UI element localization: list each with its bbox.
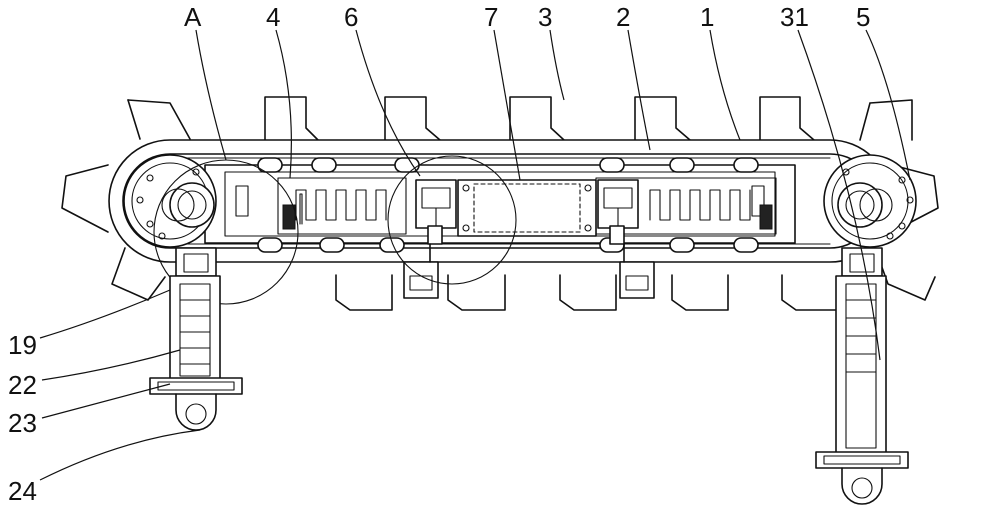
label-A: A <box>184 2 202 32</box>
lower-teeth <box>335 274 839 311</box>
right-leg <box>815 247 909 505</box>
reference-labels: A 4 6 7 3 2 1 31 5 19 22 23 24 <box>8 2 870 506</box>
label-2: 2 <box>616 2 630 32</box>
label-22: 22 <box>8 370 37 400</box>
label-23: 23 <box>8 408 37 438</box>
label-31: 31 <box>780 2 809 32</box>
label-6: 6 <box>344 2 358 32</box>
left-pulley <box>123 154 217 248</box>
left-serpentine <box>277 177 407 235</box>
belt-rollers <box>257 157 759 253</box>
label-5: 5 <box>856 2 870 32</box>
label-3: 3 <box>538 2 552 32</box>
center-control-box <box>457 179 597 237</box>
right-pulley <box>823 154 917 248</box>
label-1: 1 <box>700 2 714 32</box>
leader-lines <box>39 29 911 481</box>
left-motor-unit <box>403 179 457 299</box>
label-7: 7 <box>484 2 498 32</box>
label-19: 19 <box>8 330 37 360</box>
right-motor-unit <box>597 179 655 299</box>
label-24: 24 <box>8 476 37 506</box>
label-4: 4 <box>266 2 280 32</box>
upper-teeth <box>127 96 913 141</box>
left-leg <box>149 247 243 431</box>
